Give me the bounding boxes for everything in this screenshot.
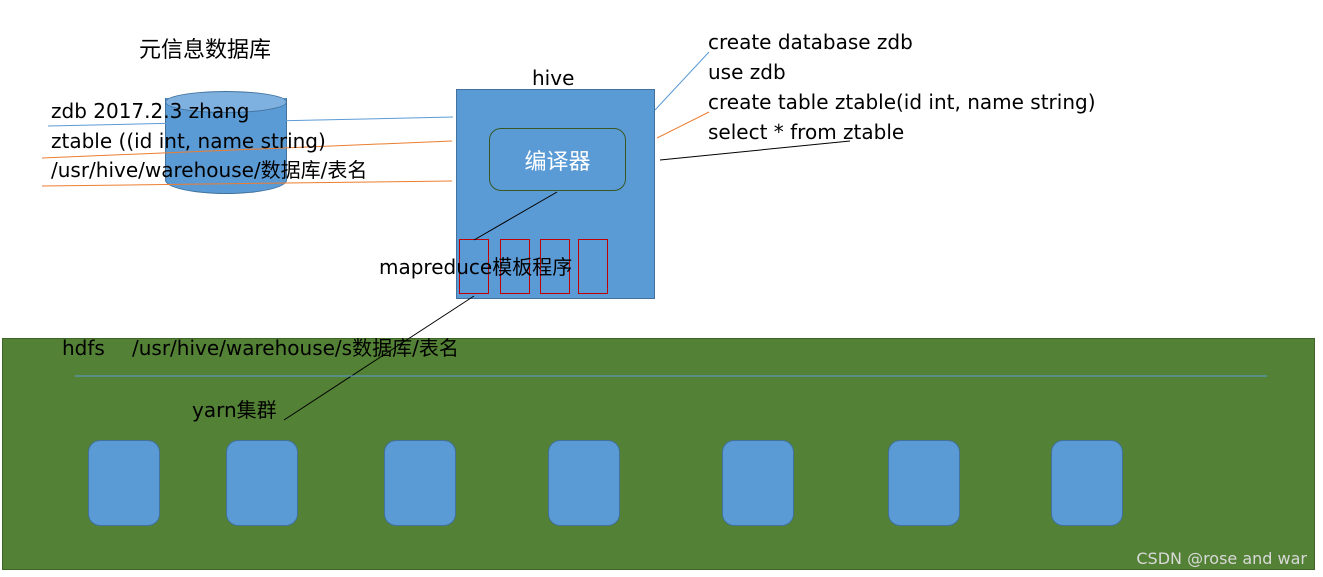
metastore-title: 元信息数据库 xyxy=(139,38,272,63)
yarn-node xyxy=(226,440,298,526)
hdfs-label: hdfs xyxy=(62,336,105,360)
yarn-node xyxy=(88,440,160,526)
metastore-connector-line xyxy=(47,116,454,127)
hive-label: hive xyxy=(532,66,575,90)
metastore-cylinder xyxy=(165,98,287,194)
hive-box xyxy=(456,89,655,299)
metastore-connector-line xyxy=(41,180,453,187)
metastore-row: zdb 2017.2.3 zhang xyxy=(51,99,250,123)
metastore-row: /usr/hive/warehouse/数据库/表名 xyxy=(51,158,368,182)
metastore-row: ztable ((id int, name string) xyxy=(51,129,326,153)
metastore-cylinder-top xyxy=(165,91,287,113)
compiler-to-template-line xyxy=(473,191,558,241)
mapreduce-template-box xyxy=(578,239,608,294)
mapreduce-template-box xyxy=(500,239,530,294)
yarn-label: yarn集群 xyxy=(192,398,277,422)
compiler-label: 编译器 xyxy=(524,149,591,175)
sql-connector-line xyxy=(654,51,710,111)
mapreduce-label: mapreduce模板程序 xyxy=(379,255,573,279)
yarn-node xyxy=(548,440,620,526)
sql-line: use zdb xyxy=(708,60,786,84)
hdfs-path: /usr/hive/warehouse/s数据库/表名 xyxy=(132,336,459,360)
yarn-node xyxy=(1051,440,1123,526)
sql-connector-line xyxy=(659,140,851,161)
sql-line: create table ztable(id int, name string) xyxy=(708,90,1096,114)
sql-connector-line xyxy=(656,111,710,139)
yarn-node xyxy=(888,440,960,526)
metastore-connector-line xyxy=(41,140,453,159)
mapreduce-template-box xyxy=(540,239,570,294)
sql-line: select * from ztable xyxy=(708,120,905,144)
watermark: CSDN @rose and war xyxy=(1136,549,1307,568)
yarn-node xyxy=(722,440,794,526)
template-to-yarn-line xyxy=(283,295,475,421)
compiler-box: 编译器 xyxy=(489,128,626,191)
sql-line: create database zdb xyxy=(708,30,913,54)
yarn-node xyxy=(384,440,456,526)
